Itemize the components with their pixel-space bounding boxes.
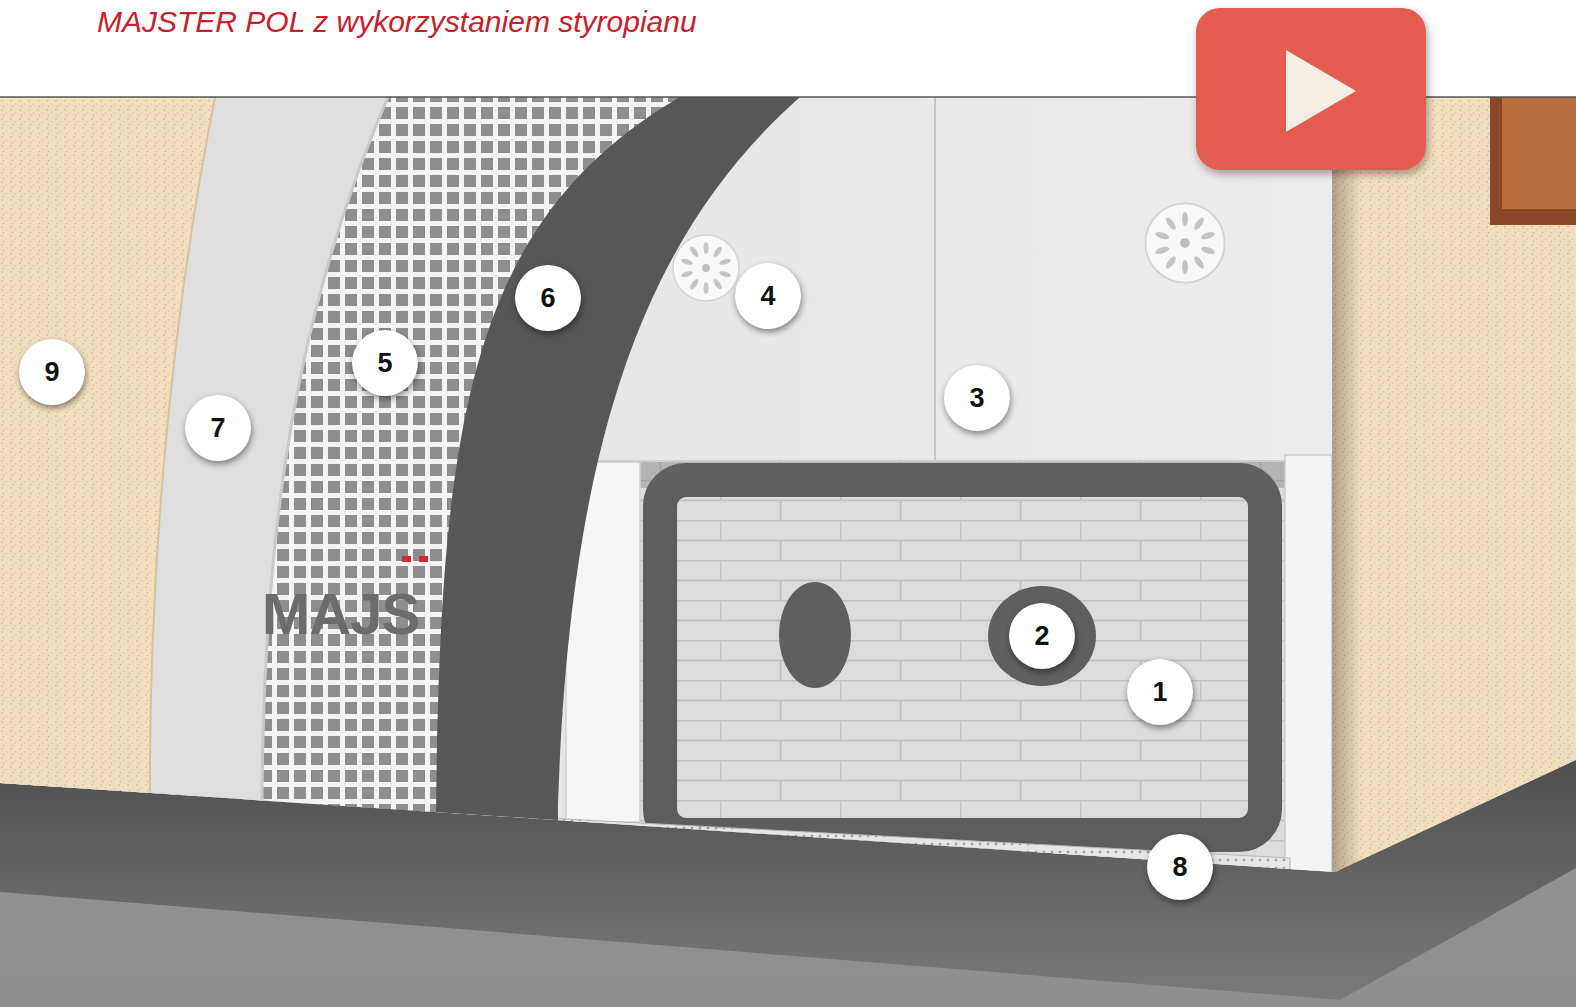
watermark: MAJS — [262, 582, 419, 646]
anchor-rib — [712, 278, 723, 291]
callout-number: 5 — [352, 330, 418, 396]
callout-number: 9 — [19, 339, 85, 405]
board-seam — [560, 460, 1332, 462]
anchor-disc — [1145, 203, 1224, 282]
anchor-rib — [1154, 231, 1170, 241]
adhesive-frame — [660, 480, 1265, 835]
anchor-rib — [1182, 212, 1188, 226]
anchor-rib — [681, 270, 694, 278]
anchor-rib — [1192, 255, 1205, 270]
wall-layers — [0, 97, 1576, 1007]
anchor-rib — [1164, 255, 1177, 270]
concrete-ground — [0, 97, 1576, 1007]
anchor-rib — [1154, 245, 1170, 255]
callout-number: 8 — [1147, 834, 1213, 900]
play-triangle — [1286, 50, 1356, 132]
anchor-plate — [673, 235, 739, 301]
base-coat-layer — [0, 97, 800, 1007]
anchor-rib — [689, 245, 700, 258]
anchor-rib — [712, 245, 723, 258]
render-wall — [1332, 97, 1576, 1007]
callout-holder: 7 — [185, 395, 251, 461]
anchor-rib — [1164, 216, 1177, 231]
anchor-rib — [681, 258, 694, 266]
anchor-rib — [1200, 245, 1216, 255]
callout-number: 1 — [1127, 659, 1193, 725]
anchor-pin — [1180, 238, 1190, 248]
window-frame — [1490, 97, 1576, 225]
reinforcing-mesh — [0, 97, 680, 1007]
anchor-plate — [1145, 203, 1224, 282]
primer-layer — [0, 97, 388, 1007]
callout-holder: 2 — [1009, 603, 1075, 669]
adhesive-blob — [988, 586, 1096, 686]
corner-shadow — [1332, 97, 1362, 1007]
callout-holder: 1 — [1127, 659, 1193, 725]
mesh-marking — [402, 556, 411, 562]
mesh-marking — [419, 556, 428, 562]
title-holder: MAJSTER POL z wykorzystaniem styropianu — [97, 4, 697, 40]
adhesive-blob — [779, 582, 851, 688]
callout-holder: 9 — [19, 339, 85, 405]
callout-number: 6 — [515, 265, 581, 331]
callout-number: 3 — [944, 365, 1010, 431]
anchor-rib — [719, 258, 732, 266]
callout-holder: 5 — [352, 330, 418, 396]
anchor-ribs — [1154, 212, 1215, 274]
window-frame — [1502, 97, 1576, 209]
eps-board — [1285, 455, 1332, 875]
callout-number: 4 — [735, 263, 801, 329]
anchor-rib — [704, 242, 709, 254]
anchor-rib — [1182, 260, 1188, 274]
callout-number: 7 — [185, 395, 251, 461]
play-button-body — [1196, 8, 1426, 170]
callout-holder: 8 — [1147, 834, 1213, 900]
eps-board — [0, 97, 1340, 1007]
brick-wall — [640, 462, 1285, 862]
anchor-disc — [673, 235, 739, 301]
play-button — [1196, 8, 1426, 170]
anchor-rib — [719, 270, 732, 278]
render-layer — [0, 97, 215, 1007]
anchor-ribs — [681, 242, 732, 294]
anchor-rib — [689, 278, 700, 291]
anchor-pin — [702, 264, 710, 272]
callout-holder: 6 — [515, 265, 581, 331]
watermark-holder: MAJS — [262, 582, 419, 646]
board-seam — [934, 97, 936, 462]
callout-holder: 4 — [735, 263, 801, 329]
cutout-shadow — [640, 462, 1285, 488]
anchor-rib — [1200, 231, 1216, 241]
title: MAJSTER POL z wykorzystaniem styropianu — [97, 4, 697, 40]
anchor-rib — [1192, 216, 1205, 231]
callout-number: 2 — [1009, 603, 1075, 669]
layer-edge — [262, 97, 388, 815]
anchor-rib — [704, 282, 709, 294]
callout-holder: 3 — [944, 365, 1010, 431]
